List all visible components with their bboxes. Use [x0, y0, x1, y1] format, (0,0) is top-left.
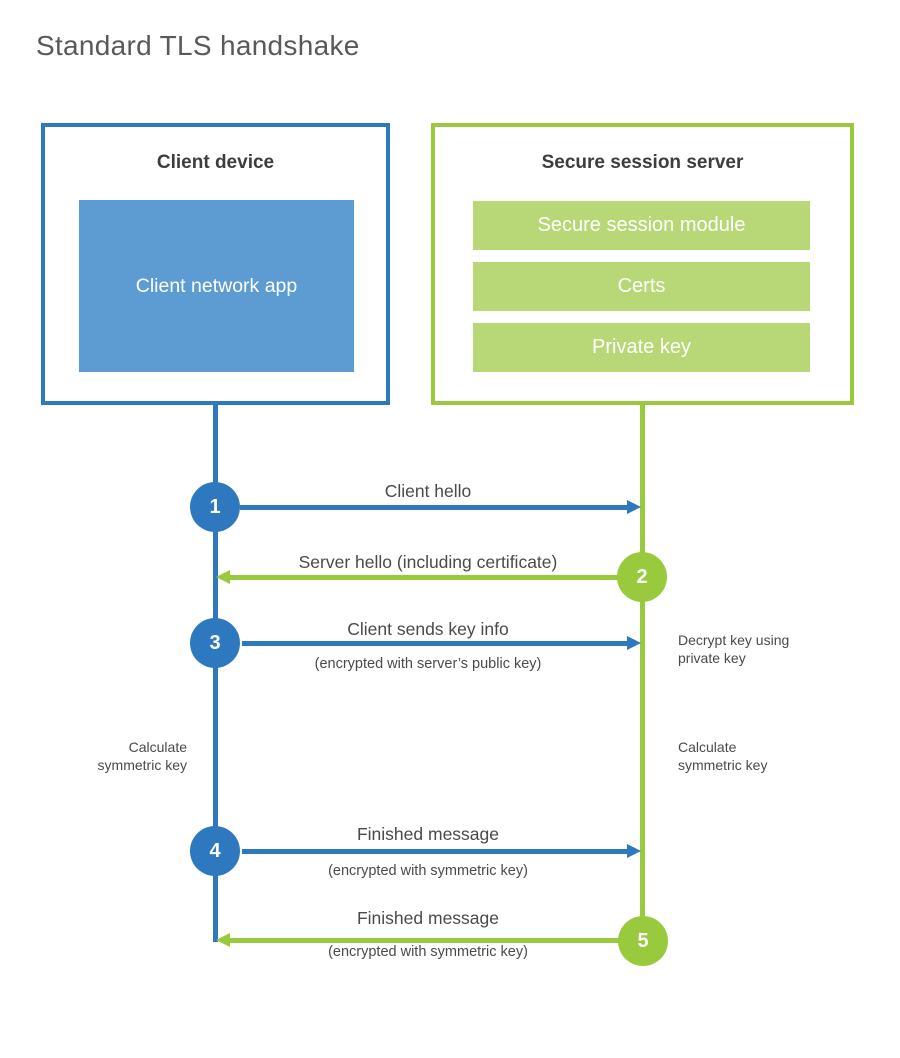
step-5-badge: 5: [618, 916, 668, 966]
client-lifeline: [213, 404, 218, 942]
step-2-arrow: [216, 570, 618, 584]
arrow-right-icon: [627, 636, 641, 650]
calculate-symmetric-key-note-client: Calculate symmetric key: [97, 739, 187, 773]
step-5-sublabel: (encrypted with symmetric key): [328, 944, 528, 960]
server-lifeline: [640, 404, 645, 942]
step-3-sublabel: (encrypted with server’s public key): [314, 656, 542, 672]
step-5-label: Finished message: [356, 908, 500, 928]
arrow-right-icon: [627, 500, 641, 514]
secure-session-server-title: Secure session server: [541, 152, 744, 173]
step-3-arrow: [242, 636, 641, 650]
client-network-app-box: Client network app: [79, 200, 354, 372]
calculate-symmetric-key-note-server: Calculate symmetric key: [678, 739, 768, 773]
step-4-arrow: [242, 844, 641, 858]
decrypt-key-note: Decrypt key using private key: [678, 632, 790, 666]
step-4-label: Finished message: [356, 824, 500, 844]
step-2-label: Server hello (including certificate): [298, 552, 558, 572]
step-3-badge: 3: [190, 618, 240, 668]
step-4-badge: 4: [190, 826, 240, 876]
step-5-arrow: [216, 933, 619, 947]
private-key-bar: Private key: [473, 323, 810, 372]
client-device-title: Client device: [156, 152, 275, 173]
secure-session-module-bar: Secure session module: [473, 201, 810, 250]
step-1-label: Client hello: [384, 481, 472, 501]
arrow-left-icon: [216, 933, 230, 947]
step-4-sublabel: (encrypted with symmetric key): [328, 863, 528, 879]
client-network-app-label: Client network app: [135, 274, 298, 297]
step-2-badge: 2: [617, 552, 667, 602]
step-1-arrow: [240, 500, 641, 514]
certs-bar: Certs: [473, 262, 810, 311]
arrow-left-icon: [216, 570, 230, 584]
step-3-label: Client sends key info: [347, 619, 509, 639]
arrow-right-icon: [627, 844, 641, 858]
page-title: Standard TLS handshake: [36, 30, 360, 61]
step-1-badge: 1: [190, 482, 240, 532]
